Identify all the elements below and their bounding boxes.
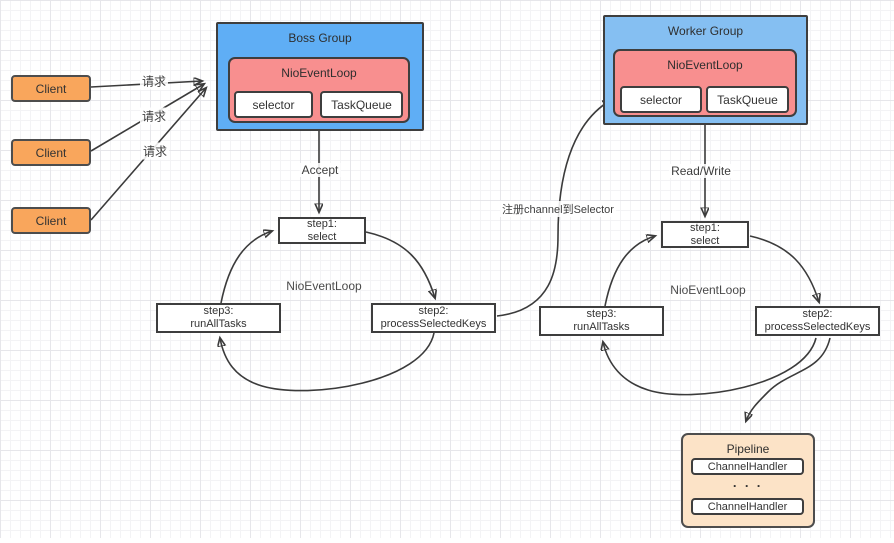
step-line: processSelectedKeys — [380, 318, 487, 330]
worker-step1-node[interactable]: step1: select — [661, 221, 749, 248]
worker-taskqueue-label: TaskQueue — [717, 92, 778, 107]
request-label-1: 请求 — [139, 72, 169, 90]
boss-cycle-label: NioEventLoop — [286, 279, 362, 293]
edge-worker-step2-step3 — [603, 337, 817, 396]
channel-handler-node-1[interactable]: ChannelHandler — [691, 458, 804, 475]
client-label: Client — [35, 145, 67, 160]
request-label-3: 请求 — [140, 142, 170, 160]
pipeline-title: Pipeline — [726, 442, 770, 456]
boss-step3-node[interactable]: step3: runAllTasks — [156, 303, 281, 333]
request-label-2: 请求 — [139, 107, 169, 125]
boss-step1-node[interactable]: step1: select — [278, 217, 366, 244]
step-line: runAllTasks — [190, 318, 247, 330]
step-line: step2: — [802, 308, 833, 321]
channel-handler-label: ChannelHandler — [707, 460, 788, 473]
client-node-1[interactable]: Client — [11, 75, 91, 102]
boss-selector-label: selector — [252, 97, 295, 112]
step-line: step1: — [307, 217, 337, 230]
boss-step2-node[interactable]: step2: processSelectedKeys — [371, 303, 496, 333]
edge-boss-step2-step3 — [220, 332, 435, 392]
step-line: step3: — [203, 305, 234, 318]
step-line: processSelectedKeys — [764, 321, 871, 333]
edge-step2-pipeline — [746, 337, 831, 421]
boss-group-title: Boss Group — [288, 31, 352, 45]
worker-eventloop-title: NioEventLoop — [667, 58, 743, 72]
step-line: runAllTasks — [573, 321, 630, 333]
worker-group-title: Worker Group — [667, 24, 744, 38]
boss-taskqueue-node[interactable]: TaskQueue — [320, 91, 403, 118]
step-line: step1: — [690, 221, 720, 234]
register-channel-label: 注册channel到Selector — [500, 201, 616, 217]
accept-label: Accept — [299, 163, 341, 177]
client-label: Client — [35, 213, 67, 228]
edge-register-channel — [496, 100, 611, 317]
channel-handler-label: ChannelHandler — [707, 500, 788, 513]
worker-cycle-label: NioEventLoop — [670, 283, 746, 297]
edge-worker-step1-step2 — [749, 235, 819, 302]
worker-taskqueue-node[interactable]: TaskQueue — [706, 86, 789, 113]
pipeline-ellipsis: · · · — [732, 478, 764, 494]
client-node-2[interactable]: Client — [11, 139, 91, 166]
boss-eventloop-title: NioEventLoop — [281, 66, 357, 80]
boss-selector-node[interactable]: selector — [234, 91, 313, 118]
worker-step2-node[interactable]: step2: processSelectedKeys — [755, 306, 880, 336]
worker-selector-node[interactable]: selector — [620, 86, 702, 113]
worker-selector-label: selector — [639, 92, 683, 107]
channel-handler-node-2[interactable]: ChannelHandler — [691, 498, 804, 515]
client-label: Client — [35, 81, 67, 96]
step-line: step3: — [586, 308, 617, 321]
client-node-3[interactable]: Client — [11, 207, 91, 234]
edge-boss-step3-step1 — [220, 231, 272, 304]
worker-step3-node[interactable]: step3: runAllTasks — [539, 306, 664, 336]
step-line: select — [690, 234, 720, 247]
step-line: select — [307, 230, 337, 243]
edge-worker-step3-step1 — [604, 236, 655, 307]
boss-taskqueue-label: TaskQueue — [331, 97, 392, 112]
edge-boss-step1-step2 — [365, 231, 435, 298]
step-line: step2: — [418, 305, 449, 318]
read-write-label: Read/Write — [669, 164, 733, 178]
